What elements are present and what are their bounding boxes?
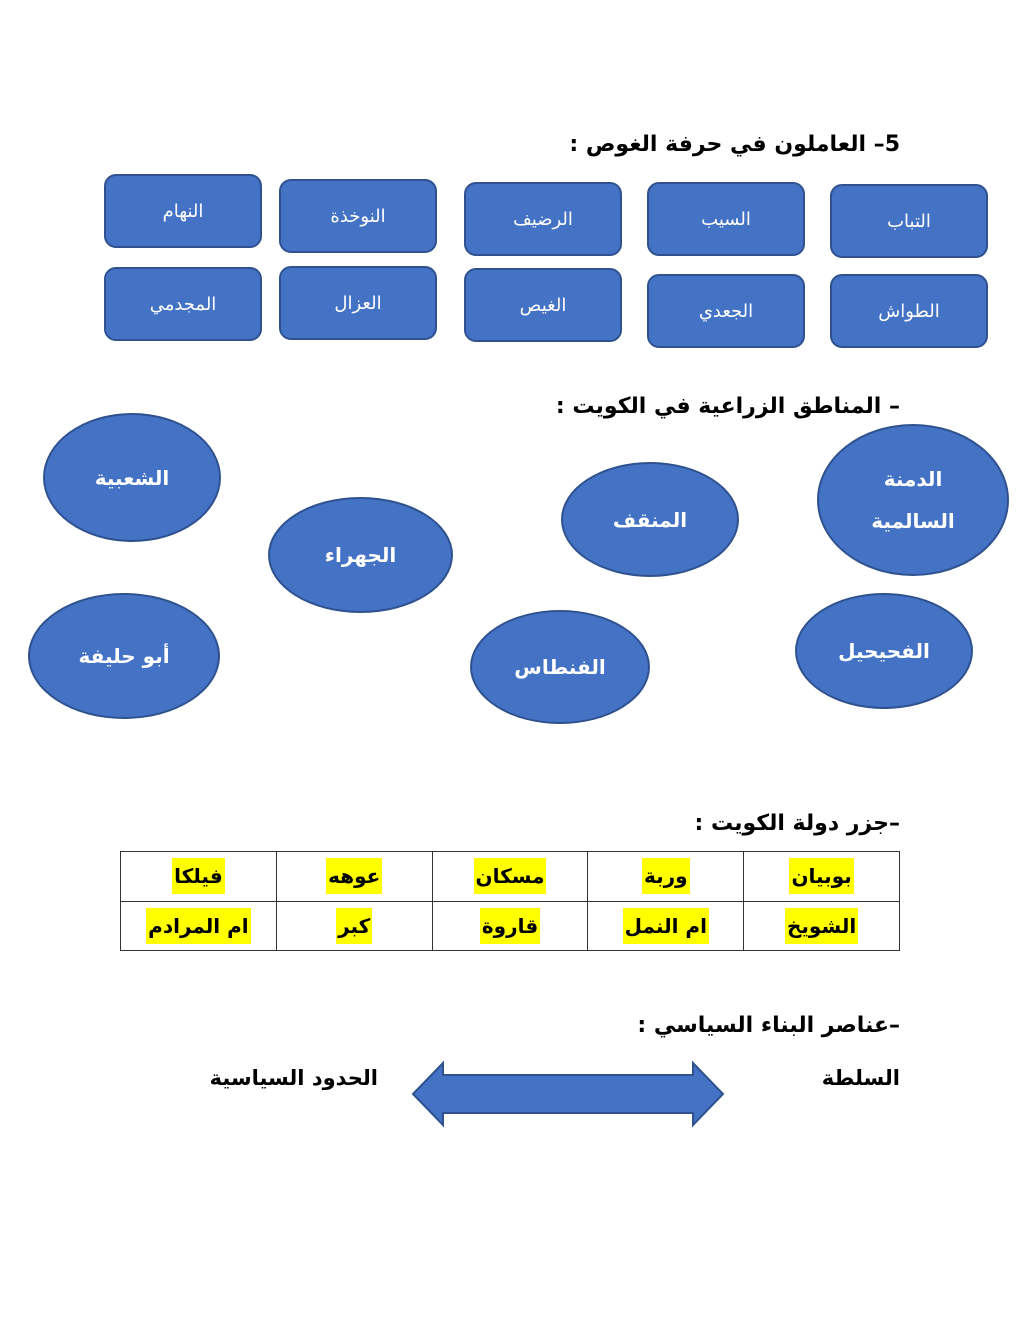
area-ellipse: أبو حليفة	[28, 593, 220, 719]
island-name: عوهه	[326, 858, 383, 895]
island-name: وربة	[642, 858, 690, 895]
area-ellipse: المنقف	[561, 462, 739, 577]
island-name: ام النمل	[622, 907, 709, 944]
area-label: المنقف	[612, 507, 688, 532]
worker-box: الجعدي	[647, 274, 805, 348]
table-row: بوبيان وربة مسكان عوهه فيلكا	[120, 851, 900, 902]
worker-box: التباب	[830, 184, 988, 258]
islands-table: بوبيان وربة مسكان عوهه فيلكا الشويخ ام ا…	[120, 851, 900, 951]
borders-label: الحدود السياسية	[209, 1066, 378, 1090]
table-row: الشويخ ام النمل قاروة كبر ام المرادم	[120, 900, 900, 951]
area-label: الدمنة	[883, 467, 943, 491]
area-label: الفحيحيل	[838, 639, 930, 663]
political-heading: –عناصر البناء السياسي :	[637, 1013, 900, 1038]
worker-box: النوخذة	[279, 179, 437, 253]
island-name: فيلكا	[172, 858, 225, 895]
area-label: السالمية	[871, 509, 955, 533]
double-arrow-icon	[411, 1060, 725, 1128]
area-ellipse: الفحيحيل	[795, 593, 973, 709]
divers-heading: 5– العاملون في حرفة الغوص :	[569, 132, 900, 157]
island-name: قاروة	[479, 907, 541, 944]
worker-box: الغيص	[464, 268, 622, 342]
area-ellipse: الدمنة السالمية	[817, 424, 1009, 576]
worker-box: السيب	[647, 182, 805, 256]
agri-heading: – المناطق الزراعية في الكويت :	[555, 394, 900, 419]
worker-box: الرضيف	[464, 182, 622, 256]
area-ellipse: الفنطاس	[470, 610, 650, 724]
area-ellipse: الجهراء	[268, 497, 453, 613]
island-name: الشويخ	[785, 907, 859, 944]
worker-box: النهام	[104, 174, 262, 248]
islands-heading: –جزر دولة الكويت :	[694, 811, 901, 836]
island-name: مسكان	[473, 858, 547, 895]
worker-box: العزال	[279, 266, 437, 340]
area-ellipse: الشعبية	[43, 413, 221, 542]
authority-label: السلطة	[821, 1066, 900, 1090]
worker-box: الطواش	[830, 274, 988, 348]
island-name: ام المرادم	[146, 907, 251, 944]
area-label: الفنطاس	[514, 655, 606, 679]
area-label: أبو حليفة	[78, 644, 170, 668]
island-name: بوبيان	[789, 858, 854, 895]
worker-box: المجدمي	[104, 267, 262, 341]
area-label: الجهراء	[324, 543, 397, 567]
island-name: كبر	[336, 907, 373, 944]
area-label: الشعبية	[94, 465, 170, 490]
